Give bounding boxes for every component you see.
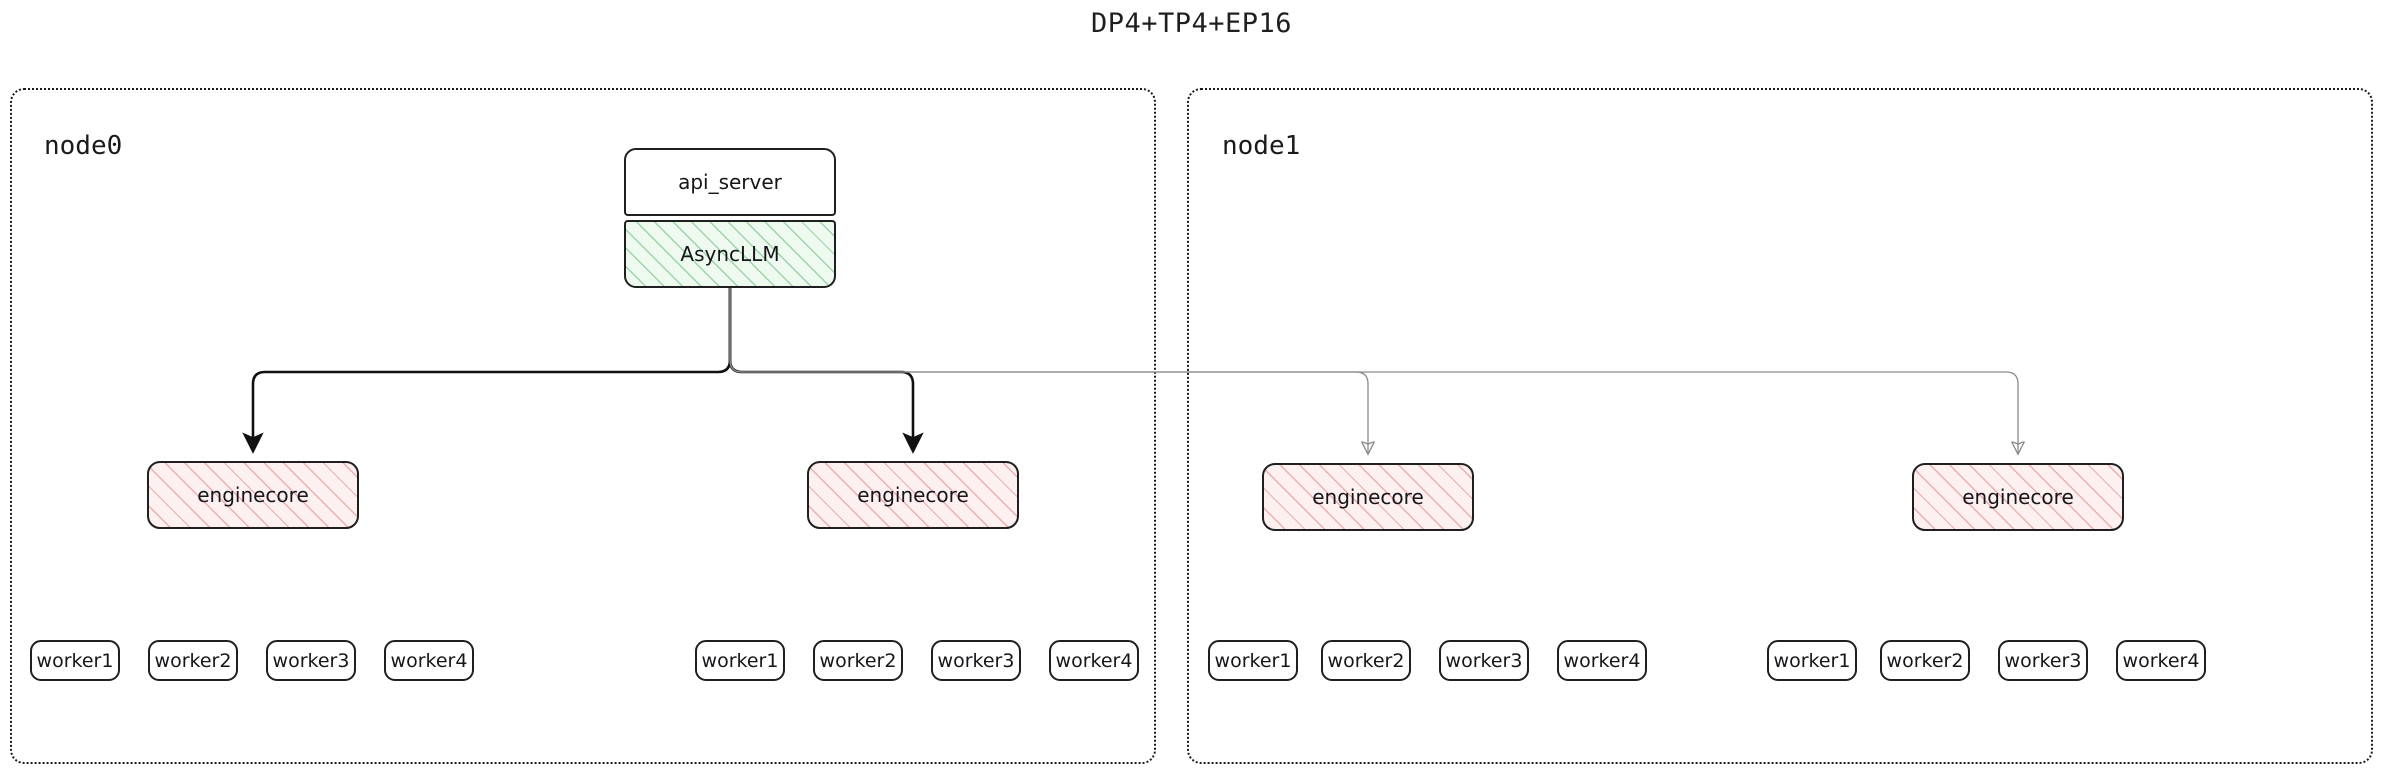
subgraph-label-node1: node1 <box>1222 131 1301 161</box>
worker-label: worker4 <box>1055 649 1133 672</box>
worker-n0g1w1[interactable]: worker1 <box>695 640 785 681</box>
worker-label: worker2 <box>1886 649 1964 672</box>
worker-label: worker3 <box>272 649 350 672</box>
node-label: enginecore <box>1962 485 2074 509</box>
worker-label: worker1 <box>701 649 779 672</box>
subgraph-label-node0: node0 <box>44 131 123 161</box>
worker-label: worker3 <box>2004 649 2082 672</box>
node-label: enginecore <box>1312 485 1424 509</box>
worker-n1g1w4[interactable]: worker4 <box>2116 640 2206 681</box>
worker-n1g1w1[interactable]: worker1 <box>1767 640 1857 681</box>
node-engine0[interactable]: enginecore <box>147 461 359 529</box>
worker-label: worker1 <box>1214 649 1292 672</box>
worker-n0g0w2[interactable]: worker2 <box>148 640 238 681</box>
worker-label: worker4 <box>2122 649 2200 672</box>
worker-n1g0w1[interactable]: worker1 <box>1208 640 1298 681</box>
worker-label: worker1 <box>1773 649 1851 672</box>
worker-label: worker4 <box>1563 649 1641 672</box>
node-engine3[interactable]: enginecore <box>1912 463 2124 531</box>
worker-n1g0w4[interactable]: worker4 <box>1557 640 1647 681</box>
worker-label: worker2 <box>154 649 232 672</box>
worker-label: worker4 <box>390 649 468 672</box>
worker-n1g1w2[interactable]: worker2 <box>1880 640 1970 681</box>
node-asyncllm[interactable]: AsyncLLM <box>624 220 836 288</box>
node-label: AsyncLLM <box>680 242 780 266</box>
worker-n0g0w3[interactable]: worker3 <box>266 640 356 681</box>
node-label: enginecore <box>857 483 969 507</box>
worker-n1g1w3[interactable]: worker3 <box>1998 640 2088 681</box>
worker-n1g0w3[interactable]: worker3 <box>1439 640 1529 681</box>
worker-n0g0w1[interactable]: worker1 <box>30 640 120 681</box>
worker-n0g1w2[interactable]: worker2 <box>813 640 903 681</box>
node-api_server[interactable]: api_server <box>624 148 836 216</box>
worker-label: worker2 <box>1327 649 1405 672</box>
worker-label: worker1 <box>36 649 114 672</box>
worker-n0g1w4[interactable]: worker4 <box>1049 640 1139 681</box>
worker-label: worker3 <box>1445 649 1523 672</box>
worker-n1g0w2[interactable]: worker2 <box>1321 640 1411 681</box>
page-title: DP4+TP4+EP16 <box>1090 8 1293 39</box>
worker-n0g1w3[interactable]: worker3 <box>931 640 1021 681</box>
node-engine2[interactable]: enginecore <box>1262 463 1474 531</box>
worker-n0g0w4[interactable]: worker4 <box>384 640 474 681</box>
worker-label: worker3 <box>937 649 1015 672</box>
worker-label: worker2 <box>819 649 897 672</box>
node-label: enginecore <box>197 483 309 507</box>
node-engine1[interactable]: enginecore <box>807 461 1019 529</box>
node-label: api_server <box>678 170 782 194</box>
